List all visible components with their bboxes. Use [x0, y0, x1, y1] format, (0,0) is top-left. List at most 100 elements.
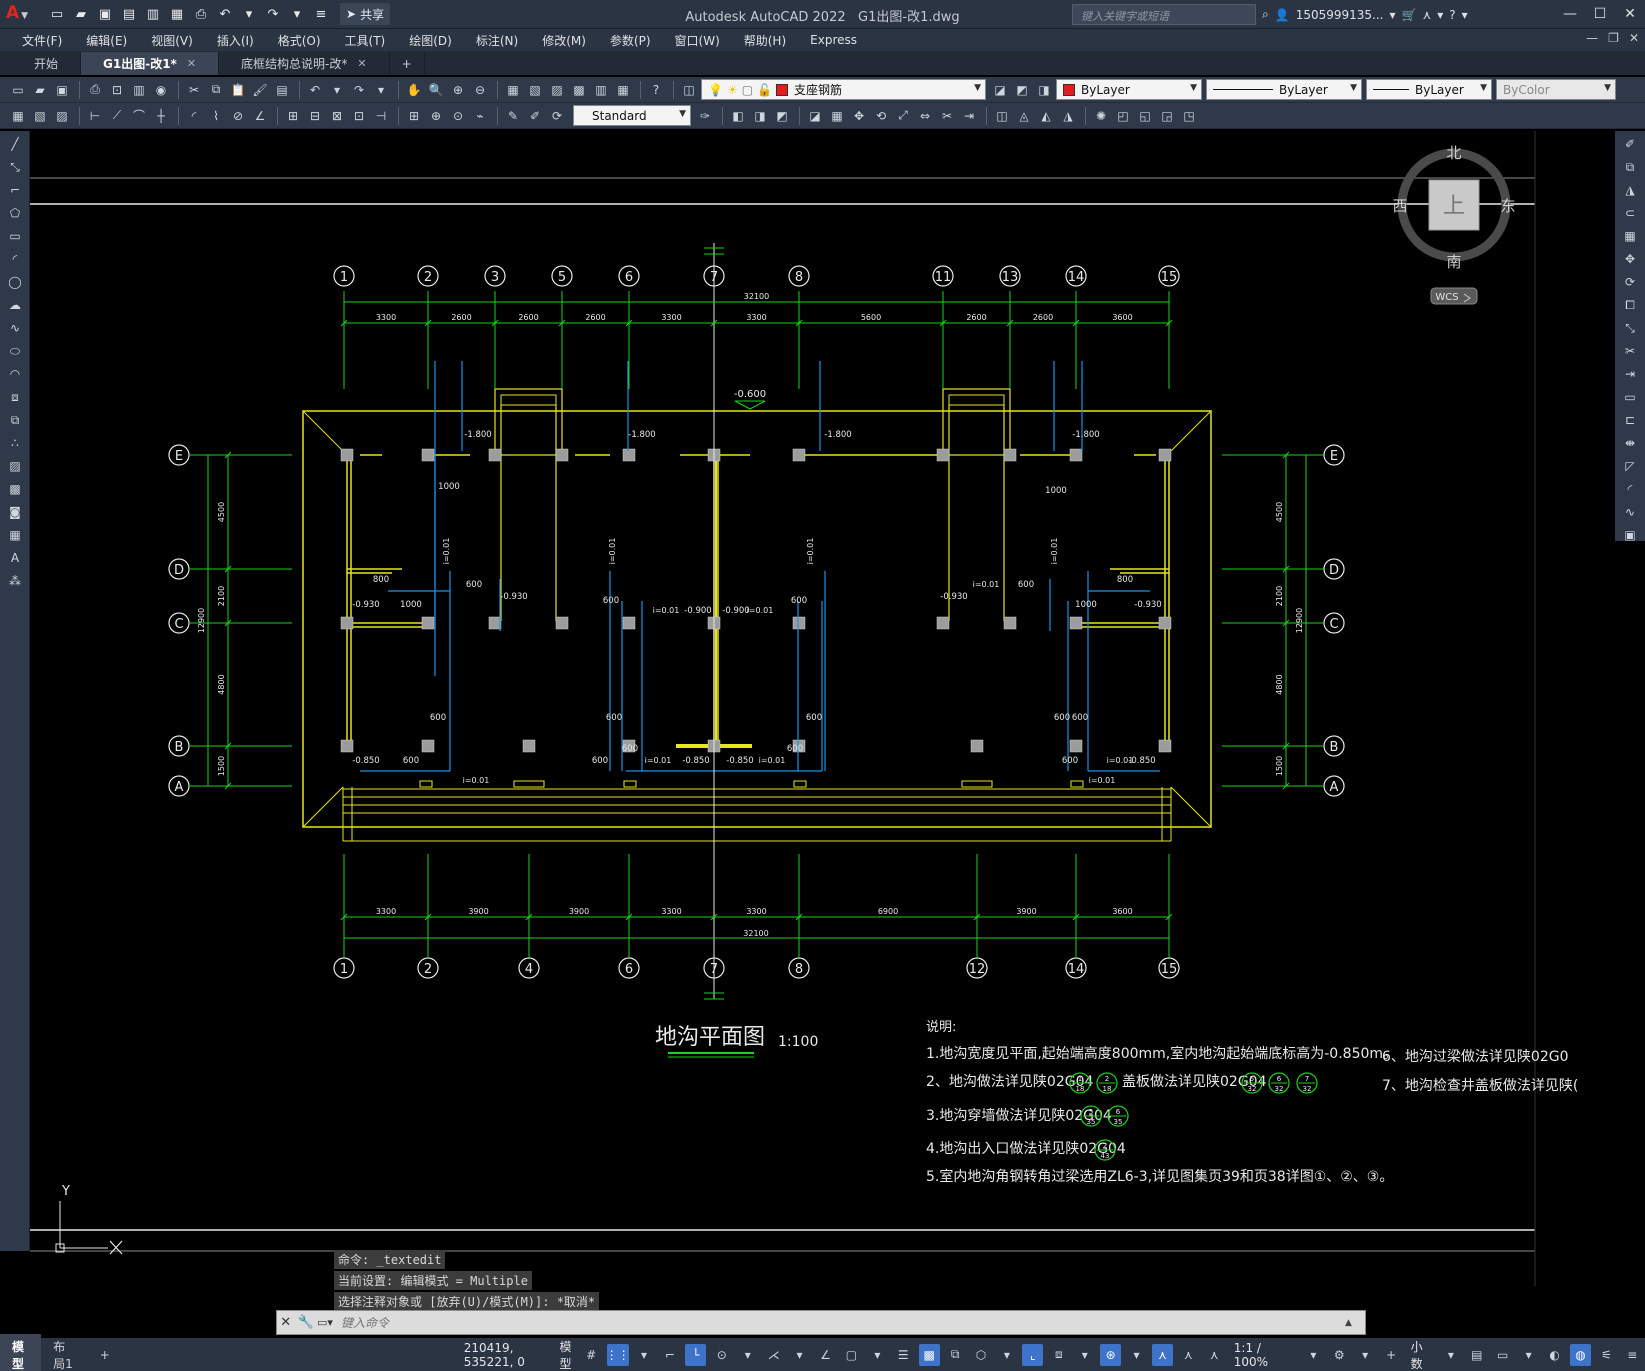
undo-dropdown-icon[interactable]: ▾ [245, 6, 253, 22]
command-prompt-icon[interactable]: ▭▾ [317, 1316, 333, 1329]
tab-layout1[interactable]: 布局1 [53, 1339, 73, 1371]
break-icon[interactable]: ◫ [996, 108, 1008, 123]
polygon-icon[interactable]: ⬠ [9, 206, 21, 220]
ungroup-icon[interactable]: ◲ [1161, 108, 1173, 123]
ellipse-icon[interactable]: ⬭ [9, 343, 21, 358]
copy-icon[interactable]: ⧉ [211, 82, 221, 96]
chevron-down-icon[interactable]: ▾ [1525, 1347, 1532, 1362]
menu-format[interactable]: 格式(O) [277, 33, 321, 48]
copy-object-icon[interactable]: ◨ [754, 108, 766, 123]
doc-close-icon[interactable]: ✕ [1628, 31, 1639, 45]
chevron-down-icon[interactable]: ▾ [1133, 1347, 1140, 1362]
object-snap-tracking-icon[interactable]: ∠ [820, 1347, 831, 1362]
redo-dropdown-icon[interactable]: ▾ [377, 82, 385, 97]
layer-previous-icon[interactable]: ◩ [1016, 82, 1028, 97]
grid-icon[interactable]: # [586, 1347, 597, 1362]
tab-g1[interactable]: G1出图-改1*✕ [81, 52, 220, 75]
menu-modify[interactable]: 修改(M) [542, 33, 586, 48]
user-icon[interactable]: 👤 [1274, 7, 1290, 22]
trim-icon[interactable]: ✂ [941, 108, 953, 123]
trim-icon[interactable]: ✂ [1624, 344, 1636, 358]
app-menu-button[interactable]: A▼ [6, 3, 36, 25]
insert-block-icon[interactable]: ⧈ [11, 389, 19, 404]
stretch-icon[interactable]: ⇔ [919, 108, 931, 123]
chevron-down-icon[interactable]: ▾ [1461, 7, 1468, 22]
auto-scale-icon[interactable]: ⋏ [1184, 1347, 1193, 1362]
linetype-dropdown[interactable]: ByLayer ▼ [1206, 79, 1362, 100]
break-icon[interactable]: ⊏ [1624, 413, 1636, 427]
close-icon[interactable]: ✕ [357, 57, 367, 70]
properties-icon[interactable]: ▦ [507, 82, 519, 97]
mirror-icon[interactable]: ◩ [776, 108, 788, 123]
dynamic-ucs-icon[interactable]: ⌞ [1022, 1343, 1044, 1366]
dim-update-icon[interactable]: ⟳ [551, 108, 563, 123]
dim-edit-icon[interactable]: ✎ [507, 108, 519, 123]
cart-icon[interactable]: 🛒 [1401, 7, 1417, 22]
redo-dropdown-icon[interactable]: ▾ [293, 6, 301, 22]
plot-preview-icon[interactable]: ⊡ [111, 82, 123, 97]
undo-dropdown-icon[interactable]: ▾ [333, 82, 341, 97]
save-icon[interactable]: ▣ [98, 6, 112, 22]
wrench-icon[interactable]: 🔧 [297, 1315, 314, 1330]
offset-icon[interactable]: ◪ [809, 108, 821, 123]
baseline-dim-icon[interactable]: ⊟ [309, 108, 321, 123]
tab-model[interactable]: 模型 [0, 1333, 42, 1371]
ordinate-dim-icon[interactable]: ┼ [157, 108, 165, 123]
block-editor-icon[interactable]: ▤ [276, 82, 288, 97]
group-icon[interactable]: ◱ [1139, 108, 1151, 123]
workspace-gear-icon[interactable]: ⚙ [1333, 1347, 1345, 1362]
menu-tools[interactable]: 工具(T) [344, 33, 386, 48]
maximize-icon[interactable]: ☐ [1593, 6, 1607, 22]
tolerance-icon[interactable]: ⊞ [408, 108, 420, 123]
move-icon[interactable]: ✥ [853, 108, 865, 123]
redo-icon[interactable]: ↷ [353, 82, 365, 97]
share-button[interactable]: ➤共享 [340, 3, 391, 25]
color-dropdown[interactable]: ByLayer ▼ [1056, 79, 1202, 100]
chevron-down-icon[interactable]: ▾ [744, 1347, 751, 1362]
add-selected-icon[interactable]: ⁂ [9, 574, 21, 588]
layer-states-icon[interactable]: ◨ [1038, 82, 1050, 97]
isodraft-icon[interactable]: ⋌ [767, 1347, 780, 1362]
rotate-icon[interactable]: ⟲ [875, 108, 887, 123]
publish-icon[interactable]: ▥ [146, 6, 160, 22]
diameter-dim-icon[interactable]: ⊘ [232, 108, 244, 123]
menu-help[interactable]: 帮助(H) [743, 33, 787, 48]
extend-icon[interactable]: ⇥ [1624, 367, 1636, 381]
continue-dim-icon[interactable]: ⊠ [331, 108, 343, 123]
lineweight-dropdown[interactable]: ByLayer ▼ [1366, 79, 1492, 100]
chevron-down-icon[interactable]: ▾ [1437, 7, 1444, 22]
scale-icon[interactable]: ⧠ [1625, 297, 1635, 312]
search-icon[interactable]: ⌕ [1262, 7, 1269, 21]
add-layout-button[interactable]: + [99, 1347, 110, 1362]
units-value[interactable]: 小数 [1410, 1339, 1423, 1371]
center-mark-icon[interactable]: ⊕ [430, 108, 442, 123]
menu-window[interactable]: 窗口(W) [674, 33, 720, 48]
close-icon[interactable]: ✕ [186, 57, 197, 70]
undo-icon[interactable]: ↶ [309, 82, 321, 97]
undo-icon[interactable]: ↶ [219, 6, 231, 22]
dimstyle-dropdown[interactable]: Standard ▼ [573, 105, 691, 126]
snap-icon[interactable]: ⋮⋮ [606, 1343, 630, 1366]
chevron-down-icon[interactable]: ▾ [1003, 1347, 1010, 1362]
hatch-icon[interactable]: ▨ [9, 459, 21, 473]
save-as-icon[interactable]: ▤ [122, 6, 136, 22]
join-icon[interactable]: ◬ [1019, 108, 1029, 123]
construction-line-icon[interactable]: ⤡ [10, 159, 20, 174]
close-icon[interactable]: ✕ [280, 1315, 292, 1330]
chevron-down-icon[interactable]: ▾ [1310, 1347, 1317, 1362]
sheet-set-icon[interactable]: ▩ [573, 82, 585, 97]
dim-text-edit-icon[interactable]: ✐ [529, 108, 541, 123]
mirror-icon[interactable]: ◮ [1625, 183, 1635, 197]
3d-osnap-icon[interactable]: ⬡ [975, 1347, 987, 1362]
chamfer-icon[interactable]: ◸ [1625, 459, 1635, 473]
customize-icon[interactable]: ≡ [1627, 1347, 1638, 1362]
point-icon[interactable]: ∴ [11, 436, 19, 450]
user-name[interactable]: 1505999135... [1295, 7, 1384, 22]
annotation-monitor-icon[interactable]: + [1386, 1347, 1397, 1362]
line-icon[interactable]: ╱ [11, 137, 19, 151]
gizmo-icon[interactable]: ⊛ [1100, 1343, 1122, 1366]
tab-frame-notes[interactable]: 底框结构总说明-改*✕ [219, 52, 390, 75]
chevron-down-icon[interactable]: ▾ [1389, 7, 1396, 22]
revcloud-icon[interactable]: ☁ [9, 298, 21, 312]
